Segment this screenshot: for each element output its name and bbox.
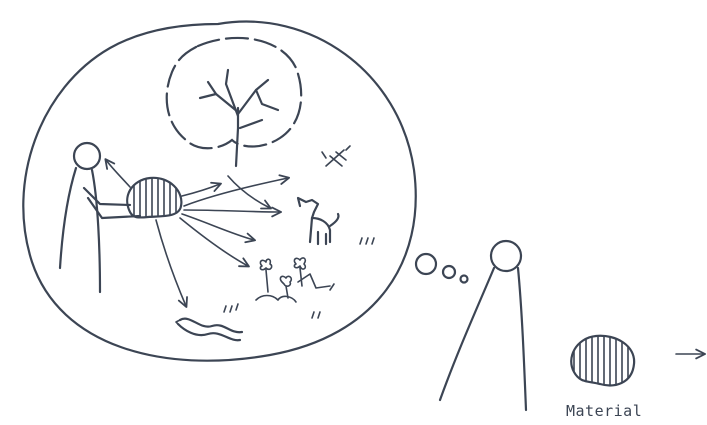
dog-icon (298, 198, 339, 244)
material-label: Material (566, 402, 642, 420)
flowers-icon (256, 258, 330, 302)
thought-bubble (23, 22, 415, 361)
person-icon (60, 143, 140, 292)
influence-arrows (106, 160, 288, 306)
thought-trail-bubbles (416, 254, 468, 283)
grass-marks (224, 238, 374, 318)
material-blob-icon (127, 176, 181, 222)
dragonfly-icon (322, 146, 350, 166)
tree-icon (167, 38, 301, 166)
snake-icon (176, 319, 242, 341)
material-icon (571, 334, 634, 392)
